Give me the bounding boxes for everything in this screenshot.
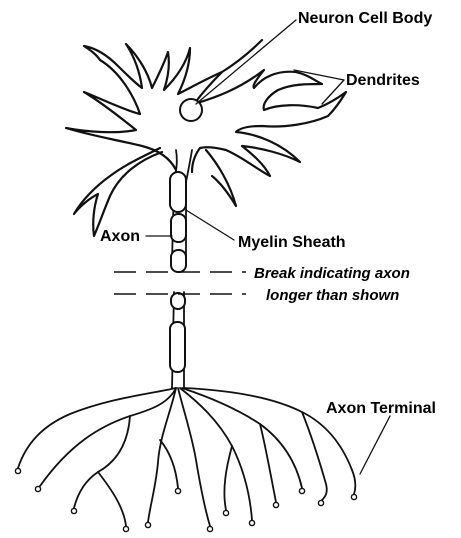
myelin-segment-4 xyxy=(171,293,185,309)
terminal-bouton xyxy=(249,520,254,525)
myelin-segment-2 xyxy=(171,214,186,242)
leader-dendrites-upper xyxy=(294,70,344,80)
terminal-bouton xyxy=(207,526,212,531)
terminal-bouton xyxy=(318,500,323,505)
label-break-line1: Break indicating axon xyxy=(254,265,410,282)
terminal-bouton xyxy=(299,488,304,493)
label-break-line2: longer than shown xyxy=(266,287,399,304)
terminal-bouton xyxy=(15,468,20,473)
terminal-bouton xyxy=(123,526,128,531)
terminal-bouton xyxy=(71,508,76,513)
myelin-segment-1 xyxy=(170,172,186,212)
terminal-branch xyxy=(98,472,126,526)
label-cell-body: Neuron Cell Body xyxy=(298,10,432,27)
axon-terminal-group xyxy=(15,388,356,532)
dendrite-lower-left xyxy=(74,148,162,236)
label-axon: Axon xyxy=(100,228,140,245)
label-dendrites: Dendrites xyxy=(346,72,420,89)
myelin-segment-3 xyxy=(171,250,186,272)
leader-cell-body xyxy=(196,20,296,104)
leader-terminal xyxy=(360,416,390,474)
label-myelin: Myelin Sheath xyxy=(238,234,346,251)
terminal-bouton xyxy=(273,502,278,507)
soma-outline xyxy=(66,44,346,176)
terminal-branch xyxy=(74,416,130,508)
terminal-bouton xyxy=(145,522,150,527)
terminal-branch xyxy=(18,388,176,468)
dendrite-lower-right xyxy=(206,150,236,206)
soma-group xyxy=(66,40,346,236)
terminal-branch xyxy=(224,446,232,510)
dendrite-upper-right xyxy=(222,40,262,72)
terminal-bouton xyxy=(223,510,228,515)
label-terminal: Axon Terminal xyxy=(326,400,436,417)
terminal-branch xyxy=(178,388,210,526)
break-indicator xyxy=(114,272,246,294)
terminal-bouton xyxy=(175,488,180,493)
axon-group xyxy=(170,150,192,388)
leader-myelin xyxy=(186,210,234,240)
terminal-branch xyxy=(182,388,302,488)
terminal-branch xyxy=(160,440,178,488)
axon-right-edge xyxy=(186,150,192,262)
terminal-branch xyxy=(180,388,252,520)
myelin-segment-5 xyxy=(170,322,185,372)
terminal-bouton xyxy=(35,486,40,491)
terminal-bouton xyxy=(351,494,356,499)
